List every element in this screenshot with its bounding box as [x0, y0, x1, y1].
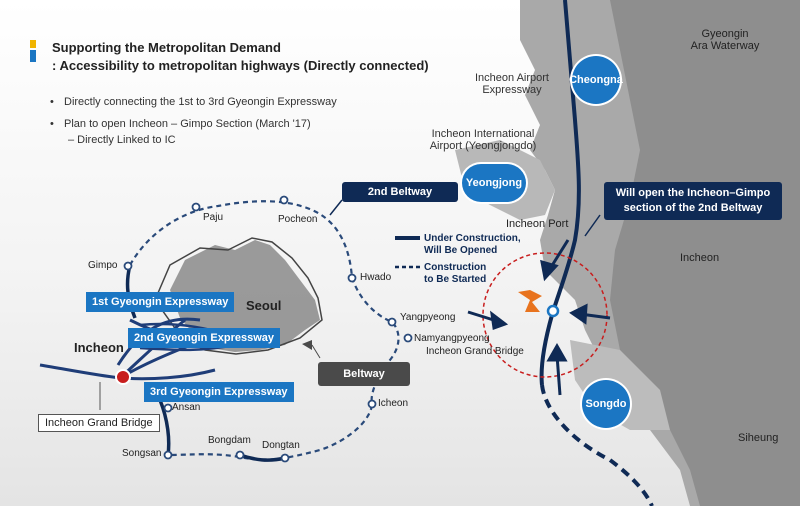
- label-intl-airport-1: Incheon International: [431, 128, 535, 140]
- incheon-gimpo-pointer: [584, 214, 601, 237]
- callout-incheon-grand-bridge: Incheon Grand Bridge: [38, 414, 160, 432]
- label-namyangpyeong: Namyangpyeong: [414, 333, 490, 344]
- second-beltway-pointer: [329, 199, 343, 216]
- beltway-pointer: [302, 340, 312, 350]
- city-cheongna: Cheongna: [569, 56, 623, 104]
- orange-mark: [518, 290, 542, 312]
- header-bar-yellow: [30, 40, 36, 48]
- label-icheon: Icheon: [378, 398, 409, 409]
- junction-marker: [546, 304, 560, 318]
- header-title-line1: Supporting the Metropolitan Demand: [52, 40, 281, 55]
- label-incheon-west: Incheon: [74, 340, 124, 355]
- header-bullet-2-text: Plan to open Incheon – Gimpo Section (Ma…: [64, 118, 311, 130]
- callout-incheon-gimpo: Will open the Incheon–Gimpo section of t…: [604, 182, 782, 220]
- callout-incheon-gimpo-line2: section of the 2nd Beltway: [623, 202, 763, 214]
- ring-nodes: [123, 195, 413, 463]
- callout-beltway: Beltway: [318, 362, 410, 386]
- label-gimpo: Gimpo: [88, 260, 118, 271]
- incheon-grand-bridge-marker: [115, 369, 131, 385]
- seoul-outline: [154, 237, 323, 355]
- header-bullet-1-text: Directly connecting the 1st to 3rd Gyeon…: [64, 96, 337, 108]
- city-yeongjong: Yeongjong: [462, 164, 526, 202]
- label-seoul: Seoul: [246, 298, 282, 313]
- callout-second-beltway: 2nd Beltway: [342, 182, 458, 202]
- legend-solid-line1: Under Construction,: [424, 233, 521, 244]
- legend-solid-line2: Will Be Opened: [424, 245, 498, 256]
- seoul-region: [170, 240, 320, 352]
- label-yangpyeong: Yangpyeong: [400, 312, 456, 323]
- legend-dashed-line1: Construction: [424, 262, 487, 273]
- label-incheon-east: Incheon: [680, 252, 720, 264]
- header-bullet-2-sub: – Directly Linked to IC: [68, 134, 176, 146]
- label-pocheon: Pocheon: [278, 214, 318, 225]
- label-intl-airport-2: Airport (Yeongjongdo): [429, 140, 537, 152]
- label-dongtan: Dongtan: [262, 440, 300, 451]
- header-bullet-2: Plan to open Incheon – Gimpo Section (Ma…: [50, 118, 311, 130]
- legend-solid-text: Under Construction, Will Be Opened: [424, 233, 521, 257]
- label-airport-exp-2: Expressway: [482, 84, 542, 96]
- header-bar-blue: [30, 50, 36, 62]
- label-airport-expressway: Incheon Airport Expressway: [462, 72, 562, 96]
- label-gyeongin-ara-2: Ara Waterway: [690, 40, 760, 52]
- callout-incheon-gimpo-line1: Will open the Incheon–Gimpo: [615, 187, 771, 199]
- label-intl-airport: Incheon International Airport (Yeongjong…: [418, 128, 548, 152]
- header-title-line2: : Accessibility to metropolitan highways…: [52, 58, 429, 73]
- inland-land: [610, 0, 800, 506]
- junction-arrows: [467, 239, 611, 396]
- label-songsan: Songsan: [122, 448, 162, 459]
- legend-dashed-line2: to Be Started: [424, 274, 487, 285]
- beltway-pointer-line: [311, 344, 321, 359]
- songdo-dashed-section: [540, 384, 654, 506]
- incheon-gimpo-section: [539, 0, 581, 386]
- legend-dashed-text: Construction to Be Started: [424, 262, 486, 286]
- tag-second-gyeongin: 2nd Gyeongin Expressway: [128, 328, 280, 348]
- label-hwado: Hwado: [360, 272, 392, 283]
- tag-first-gyeongin: 1st Gyeongin Expressway: [86, 292, 235, 312]
- label-gyeongin-ara-1: Gyeongin: [701, 28, 749, 40]
- highlight-circle: [482, 252, 608, 378]
- label-ansan: Ansan: [172, 402, 201, 413]
- label-incheon-port: Incheon Port: [506, 218, 569, 230]
- city-songdo: Songdo: [582, 380, 630, 428]
- label-incheon-grand-bridge-map: Incheon Grand Bridge: [426, 346, 524, 357]
- tag-third-gyeongin: 3rd Gyeongin Expressway: [144, 382, 294, 402]
- label-bongdam: Bongdam: [208, 435, 251, 446]
- header-bullet-1: Directly connecting the 1st to 3rd Gyeon…: [50, 96, 337, 108]
- label-siheung: Siheung: [738, 432, 779, 444]
- label-airport-exp-1: Incheon Airport: [475, 72, 549, 84]
- label-paju: Paju: [203, 212, 224, 223]
- label-gyeongin-ara: Gyeongin Ara Waterway: [680, 28, 770, 52]
